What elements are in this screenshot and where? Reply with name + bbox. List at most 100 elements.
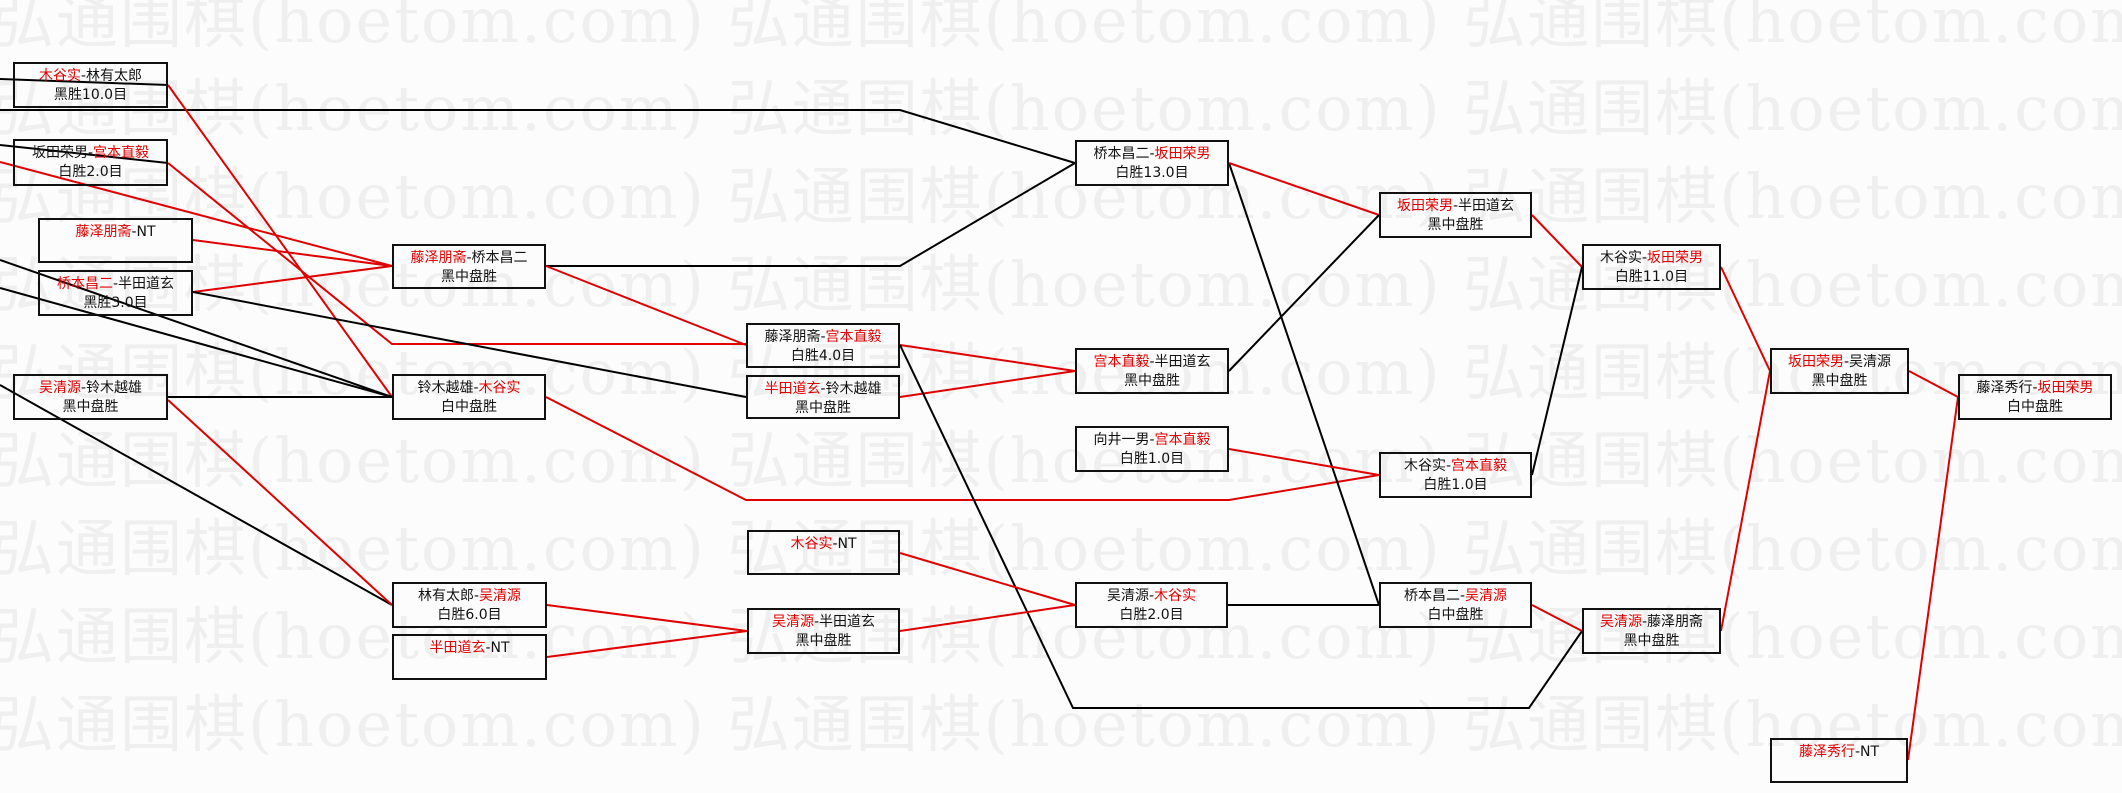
match-box: 藤泽朋斋-宫本直毅白胜4.0目 bbox=[746, 323, 900, 368]
match-players: 藤泽朋斋-桥本昌二 bbox=[410, 250, 527, 266]
separator: - bbox=[1452, 198, 1459, 214]
winner-connector-line bbox=[167, 399, 393, 606]
match-result: 白中盘胜 bbox=[1427, 607, 1484, 623]
separator: - bbox=[1641, 614, 1648, 630]
separator: - bbox=[473, 588, 480, 604]
match-box: 木谷实-林有太郎黑胜10.0目 bbox=[13, 62, 168, 108]
connector-line bbox=[899, 344, 1583, 709]
black-player: 藤泽朋斋 bbox=[764, 329, 821, 345]
match-box: 吴清源-木谷实白胜2.0目 bbox=[1075, 582, 1228, 628]
winner-connector-line bbox=[899, 344, 1076, 372]
white-player: NT bbox=[490, 640, 510, 656]
winner-connector-line bbox=[545, 396, 1380, 501]
white-player: 林有太郎 bbox=[86, 68, 143, 84]
match-players: 藤泽朋斋-NT bbox=[75, 224, 155, 240]
match-result: 白胜1.0目 bbox=[1119, 451, 1185, 467]
separator: - bbox=[1445, 458, 1452, 474]
separator: - bbox=[131, 224, 137, 240]
winner-connector-line bbox=[1228, 162, 1380, 216]
black-player: 藤泽朋斋 bbox=[75, 224, 132, 240]
match-box: 坂田荣男-宫本直毅白胜2.0目 bbox=[13, 139, 168, 186]
match-result: 白胜11.0目 bbox=[1614, 269, 1689, 285]
match-result: 黑中盘胜 bbox=[441, 269, 497, 285]
match-players: 宫本直毅-半田道玄 bbox=[1093, 354, 1210, 370]
match-result: 黑胜10.0目 bbox=[53, 87, 128, 103]
white-player: NT bbox=[1860, 744, 1880, 760]
match-result: 黑中盘胜 bbox=[62, 399, 119, 415]
black-player: 藤泽秀行 bbox=[1976, 380, 2033, 396]
match-result: 白胜6.0目 bbox=[437, 607, 502, 623]
match-result: 黑中盘胜 bbox=[1623, 633, 1680, 649]
watermark-row: 弘通围棋(hoetom.com) 弘通围棋(hoetom.com) 弘通围棋(h… bbox=[0, 600, 2122, 673]
match-players: 藤泽秀行-NT bbox=[1799, 744, 1879, 760]
black-player: 林有太郎 bbox=[417, 588, 474, 604]
match-box: 藤泽秀行-NT bbox=[1770, 738, 1908, 783]
connector-line bbox=[0, 78, 169, 86]
black-player: 木谷实 bbox=[790, 536, 833, 552]
separator: - bbox=[112, 276, 119, 292]
match-players: 向井一男-宫本直毅 bbox=[1093, 432, 1210, 448]
match-box: 铃木越雄-木谷实白中盘胜 bbox=[392, 374, 546, 420]
winner-connector-line bbox=[1531, 604, 1583, 632]
winner-connector-line bbox=[0, 161, 393, 267]
white-player: 铃木越雄 bbox=[86, 380, 143, 396]
black-player: 坂田荣男 bbox=[1396, 198, 1453, 214]
separator: - bbox=[1459, 588, 1466, 604]
white-player: 吴清源 bbox=[1465, 588, 1508, 604]
match-box: 林有太郎-吴清源白胜6.0目 bbox=[392, 582, 547, 628]
white-player: 吴清源 bbox=[1849, 354, 1892, 370]
match-players: 坂田荣男-半田道玄 bbox=[1397, 198, 1514, 214]
match-result: 白胜2.0目 bbox=[1119, 607, 1184, 623]
black-player: 藤泽朋斋 bbox=[410, 250, 467, 266]
match-players: 木谷实-坂田荣男 bbox=[1600, 250, 1703, 266]
white-player: 半田道玄 bbox=[819, 614, 876, 630]
connector-line bbox=[1228, 214, 1380, 372]
match-box: 吴清源-半田道玄黑中盘胜 bbox=[747, 608, 900, 654]
winner-connector-line bbox=[1907, 396, 1959, 761]
match-players: 林有太郎-吴清源 bbox=[418, 588, 521, 604]
winner-connector-line bbox=[192, 265, 393, 293]
white-player: 铃木越雄 bbox=[825, 381, 882, 397]
match-result: 白中盘胜 bbox=[441, 399, 497, 415]
white-player: 宫本直毅 bbox=[1154, 432, 1211, 448]
watermark-row: 弘通围棋(hoetom.com) 弘通围棋(hoetom.com) 弘通围棋(h… bbox=[0, 688, 2122, 761]
separator: - bbox=[2032, 380, 2038, 396]
black-player: 桥本昌二 bbox=[1093, 146, 1150, 162]
winner-connector-line bbox=[1228, 448, 1380, 476]
match-result: 黑中盘胜 bbox=[1427, 217, 1484, 233]
match-result: 白胜4.0目 bbox=[790, 348, 856, 364]
white-player: 半田道玄 bbox=[1154, 354, 1211, 370]
watermark-row: 弘通围棋(hoetom.com) 弘通围棋(hoetom.com) 弘通围棋(h… bbox=[0, 512, 2122, 585]
white-player: 吴清源 bbox=[479, 588, 522, 604]
match-box: 桥本昌二-半田道玄黑胜3.0目 bbox=[38, 270, 193, 316]
connector-line bbox=[546, 162, 1076, 267]
black-player: 桥本昌二 bbox=[1403, 588, 1460, 604]
match-box: 坂田荣男-半田道玄黑中盘胜 bbox=[1379, 192, 1532, 238]
match-players: 桥本昌二-坂田荣男 bbox=[1093, 146, 1210, 162]
winner-connector-line bbox=[1720, 266, 1771, 372]
winner-connector-line bbox=[899, 604, 1076, 632]
match-players: 坂田荣男-吴清源 bbox=[1788, 354, 1891, 370]
watermark-row: 弘通围棋(hoetom.com) 弘通围棋(hoetom.com) 弘通围棋(h… bbox=[0, 72, 2122, 145]
match-box: 木谷实-NT bbox=[747, 530, 900, 575]
match-box: 吴清源-铃木越雄黑中盘胜 bbox=[13, 374, 168, 420]
separator: - bbox=[1149, 354, 1155, 370]
separator: - bbox=[1854, 744, 1861, 760]
watermark-row: 弘通围棋(hoetom.com) 弘通围棋(hoetom.com) 弘通围棋(h… bbox=[0, 0, 2122, 57]
connector-line bbox=[192, 291, 747, 398]
separator: - bbox=[1641, 250, 1648, 266]
match-result: 黑中盘胜 bbox=[795, 400, 851, 416]
match-players: 木谷实-NT bbox=[790, 536, 856, 552]
connector-line bbox=[1228, 162, 1380, 606]
match-result: 白胜2.0目 bbox=[58, 164, 123, 180]
match-players: 铃木越雄-木谷实 bbox=[417, 380, 520, 396]
white-player: 半田道玄 bbox=[1458, 198, 1515, 214]
black-player: 坂田荣男 bbox=[31, 145, 88, 161]
match-players: 木谷实-林有太郎 bbox=[39, 68, 142, 84]
winner-connector-line bbox=[167, 84, 393, 398]
match-box: 向井一男-宫本直毅白胜1.0目 bbox=[1075, 426, 1229, 472]
match-players: 吴清源-木谷实 bbox=[1107, 588, 1196, 604]
connector-line bbox=[0, 109, 1076, 164]
winner-connector-line bbox=[1908, 370, 1959, 398]
